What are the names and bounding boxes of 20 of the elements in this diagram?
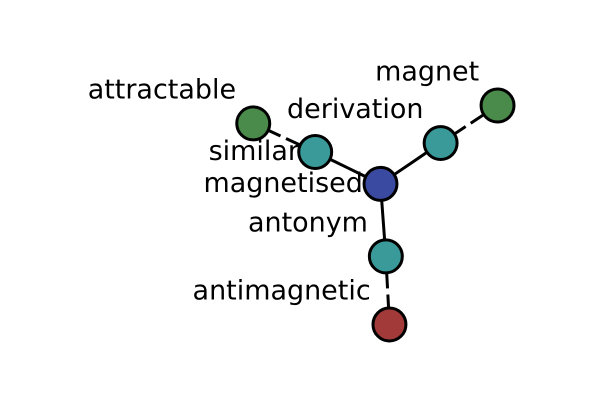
node-circle (234, 105, 271, 142)
node-circle (479, 88, 516, 124)
node-circle (296, 134, 333, 170)
connector (329, 158, 366, 178)
node-label: similar (208, 136, 298, 168)
connector (453, 114, 484, 135)
node-label: magnetised (202, 168, 362, 199)
node-circle (422, 125, 458, 162)
connector (384, 273, 390, 308)
node-label: derivation (286, 94, 423, 126)
connector (380, 200, 386, 240)
node-circle (370, 306, 407, 342)
connector (393, 151, 427, 176)
node-label: antonym (247, 207, 368, 238)
connector (268, 129, 300, 146)
node-label: magnet (374, 56, 479, 88)
node-label: antimagnetic (192, 276, 370, 307)
node-circle (367, 238, 404, 274)
node-label: attractable (87, 74, 236, 106)
node-circle (362, 166, 398, 202)
